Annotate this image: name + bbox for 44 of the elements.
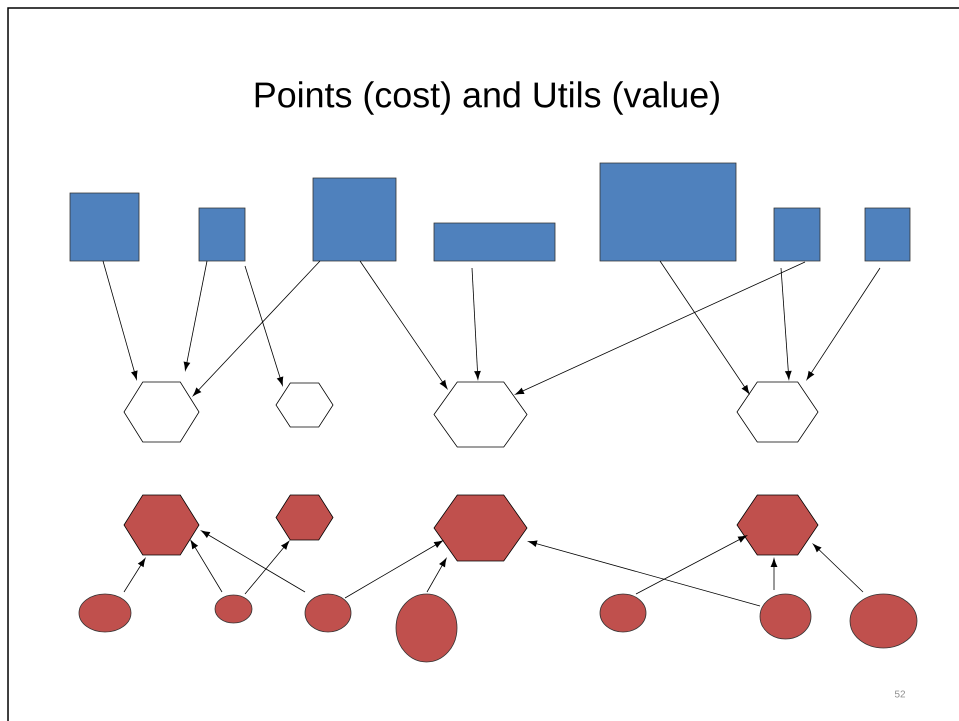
hexagon bbox=[434, 494, 528, 562]
arrow bbox=[360, 260, 448, 389]
hexagon bbox=[736, 382, 818, 442]
square bbox=[70, 192, 140, 262]
arrow bbox=[660, 260, 750, 394]
arrow bbox=[192, 260, 320, 396]
arrow bbox=[426, 558, 447, 592]
ellipse bbox=[214, 594, 252, 624]
arrow bbox=[812, 544, 864, 592]
ellipse bbox=[304, 594, 352, 632]
arrow bbox=[780, 268, 792, 380]
arrow bbox=[636, 535, 747, 594]
arrow bbox=[528, 540, 760, 606]
hexagon bbox=[736, 494, 818, 556]
arrow bbox=[472, 268, 481, 380]
arrow bbox=[244, 540, 290, 594]
arrow bbox=[244, 266, 284, 386]
slide-title: Points (cost) and Utils (value) bbox=[256, 81, 719, 115]
hexagon bbox=[124, 494, 200, 556]
arrow bbox=[770, 558, 778, 590]
hexagon bbox=[124, 382, 200, 442]
ellipse bbox=[850, 594, 918, 648]
hexagon bbox=[276, 494, 334, 540]
arrow bbox=[201, 530, 306, 592]
square bbox=[600, 162, 736, 262]
ellipse bbox=[396, 594, 458, 662]
arrow bbox=[344, 540, 443, 598]
arrow bbox=[184, 260, 208, 371]
ellipse bbox=[760, 594, 812, 640]
arrow bbox=[102, 260, 138, 380]
ellipse bbox=[600, 594, 646, 632]
arrow bbox=[190, 540, 222, 592]
square bbox=[774, 208, 820, 262]
hexagon bbox=[434, 382, 528, 448]
arrow bbox=[124, 558, 146, 592]
square bbox=[312, 178, 396, 262]
page-number: 52 bbox=[894, 690, 906, 698]
ellipse bbox=[78, 594, 132, 632]
square bbox=[864, 208, 910, 262]
hexagon bbox=[276, 382, 334, 428]
square bbox=[198, 208, 246, 262]
square bbox=[434, 222, 556, 262]
arrow bbox=[515, 262, 806, 395]
arrow bbox=[806, 268, 880, 380]
